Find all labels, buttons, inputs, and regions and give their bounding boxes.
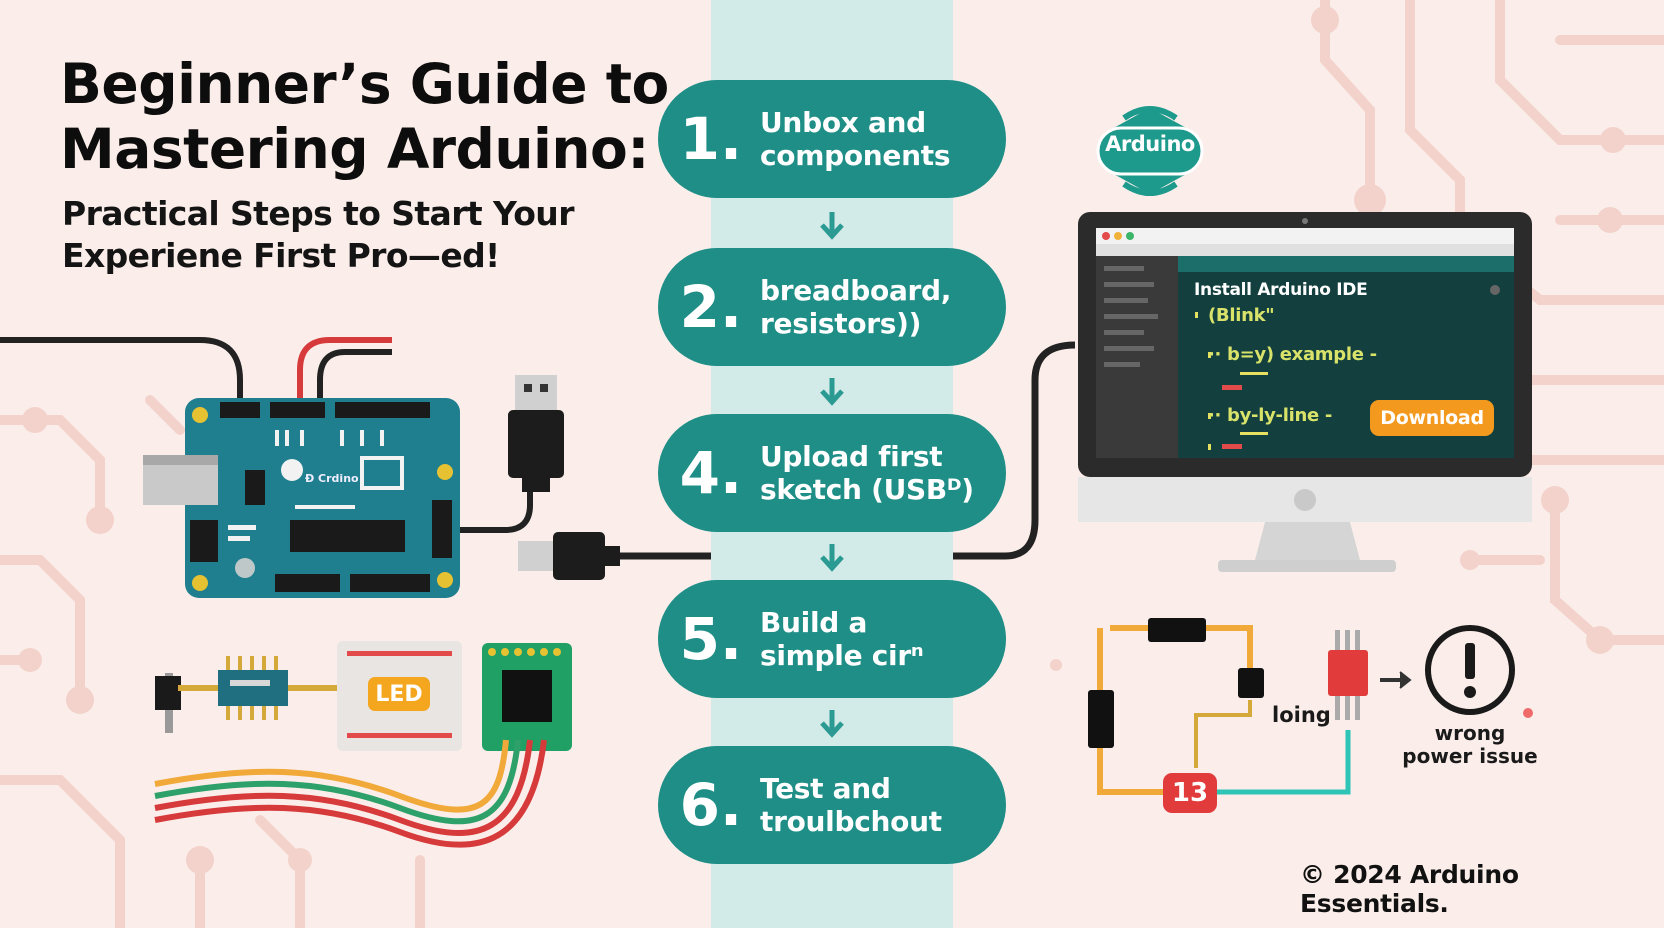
- circuit-side-label: loing: [1272, 703, 1331, 727]
- board-label: Ɖ Crdino: [305, 472, 359, 485]
- step-5-text: Test and troulbchout: [758, 772, 942, 838]
- title-line-2: Mastering Arduino:: [60, 117, 649, 181]
- step-5: 6. Test and troulbchout: [658, 746, 1006, 864]
- code-line-2: ·· b=y) example -: [1208, 344, 1377, 365]
- step-1: 1. Unbox and components: [658, 80, 1006, 198]
- step-4: 5. Build a simple cirⁿ: [658, 580, 1006, 698]
- down-arrow-icon: [820, 378, 844, 406]
- step-4-number: 5.: [679, 605, 742, 673]
- code-line-3: ·· by-ly-line -: [1208, 405, 1333, 426]
- warning-line-2: power issue: [1402, 744, 1538, 768]
- monitor: [1078, 212, 1532, 572]
- step-3: 4. Upload first sketch (USBᴰ): [658, 414, 1006, 532]
- warning-line-1: wrong: [1434, 721, 1506, 745]
- step-1-number: 1.: [679, 105, 742, 173]
- black-cable-top: [0, 337, 243, 410]
- step-3-line-2: sketch (USBᴰ): [760, 473, 974, 506]
- step-5-line-2: troulbchout: [760, 805, 942, 838]
- down-arrow-icon: [820, 544, 844, 572]
- down-arrow-icon: [820, 710, 844, 738]
- step-2-text: breadboard, resistors)): [758, 274, 951, 340]
- resistor-component: [155, 656, 338, 733]
- step-2-line-1: breadboard,: [760, 274, 952, 307]
- usb-plug-horizontal: [518, 532, 620, 580]
- arduino-logo-label: Arduino: [1105, 132, 1195, 156]
- usb-plug-vertical: [508, 375, 564, 492]
- step-4-line-2: simple cirⁿ: [760, 639, 924, 672]
- page-title: Beginner’s Guide to Mastering Arduino:: [60, 52, 669, 182]
- step-2: 2. breadboard, resistors)): [658, 248, 1006, 366]
- copyright-footer: © 2024 Arduino Essentials.: [1300, 860, 1519, 918]
- down-arrow-icon: [820, 212, 844, 240]
- usb-cable-right: [953, 341, 1076, 560]
- red-cable: [297, 337, 392, 410]
- black-cable-2: [317, 349, 392, 410]
- step-2-number: 2.: [679, 273, 742, 341]
- arduino-board: [143, 398, 460, 598]
- title-line-1: Beginner’s Guide to: [60, 52, 669, 116]
- step-3-text: Upload first sketch (USBᴰ): [758, 440, 974, 506]
- code-line-1: (Blink": [1208, 305, 1275, 326]
- step-4-line-1: Build a: [760, 606, 868, 639]
- step-3-number: 4.: [679, 439, 742, 507]
- step-1-text: Unbox and components: [758, 106, 951, 172]
- download-button[interactable]: Download: [1370, 400, 1494, 436]
- step-5-line-1: Test and: [760, 772, 891, 805]
- ide-title: Install Arduino IDE: [1194, 280, 1368, 300]
- step-4-text: Build a simple cirⁿ: [758, 606, 924, 672]
- troubleshoot-circuit: [1088, 618, 1533, 795]
- subtitle-line-2: Experiene First Pro—ed!: [62, 236, 500, 275]
- step-1-line-2: components: [760, 139, 951, 172]
- step-5-number: 6.: [679, 771, 742, 839]
- page-subtitle: Practical Steps to Start Your Experiene …: [62, 193, 574, 277]
- subtitle-line-1: Practical Steps to Start Your: [62, 194, 574, 233]
- step-3-line-1: Upload first: [760, 440, 943, 473]
- step-1-line-1: Unbox and: [760, 106, 926, 139]
- pin-13-badge: 13: [1163, 773, 1217, 813]
- step-2-line-2: resistors)): [760, 307, 922, 340]
- usb-cable: [455, 470, 533, 533]
- warning-text: wrong power issue: [1400, 722, 1540, 768]
- ribbon-wires: [154, 739, 547, 848]
- microchip-module: [482, 643, 572, 751]
- arduino-logo-badge: [1096, 106, 1204, 196]
- led-label: LED: [368, 677, 430, 711]
